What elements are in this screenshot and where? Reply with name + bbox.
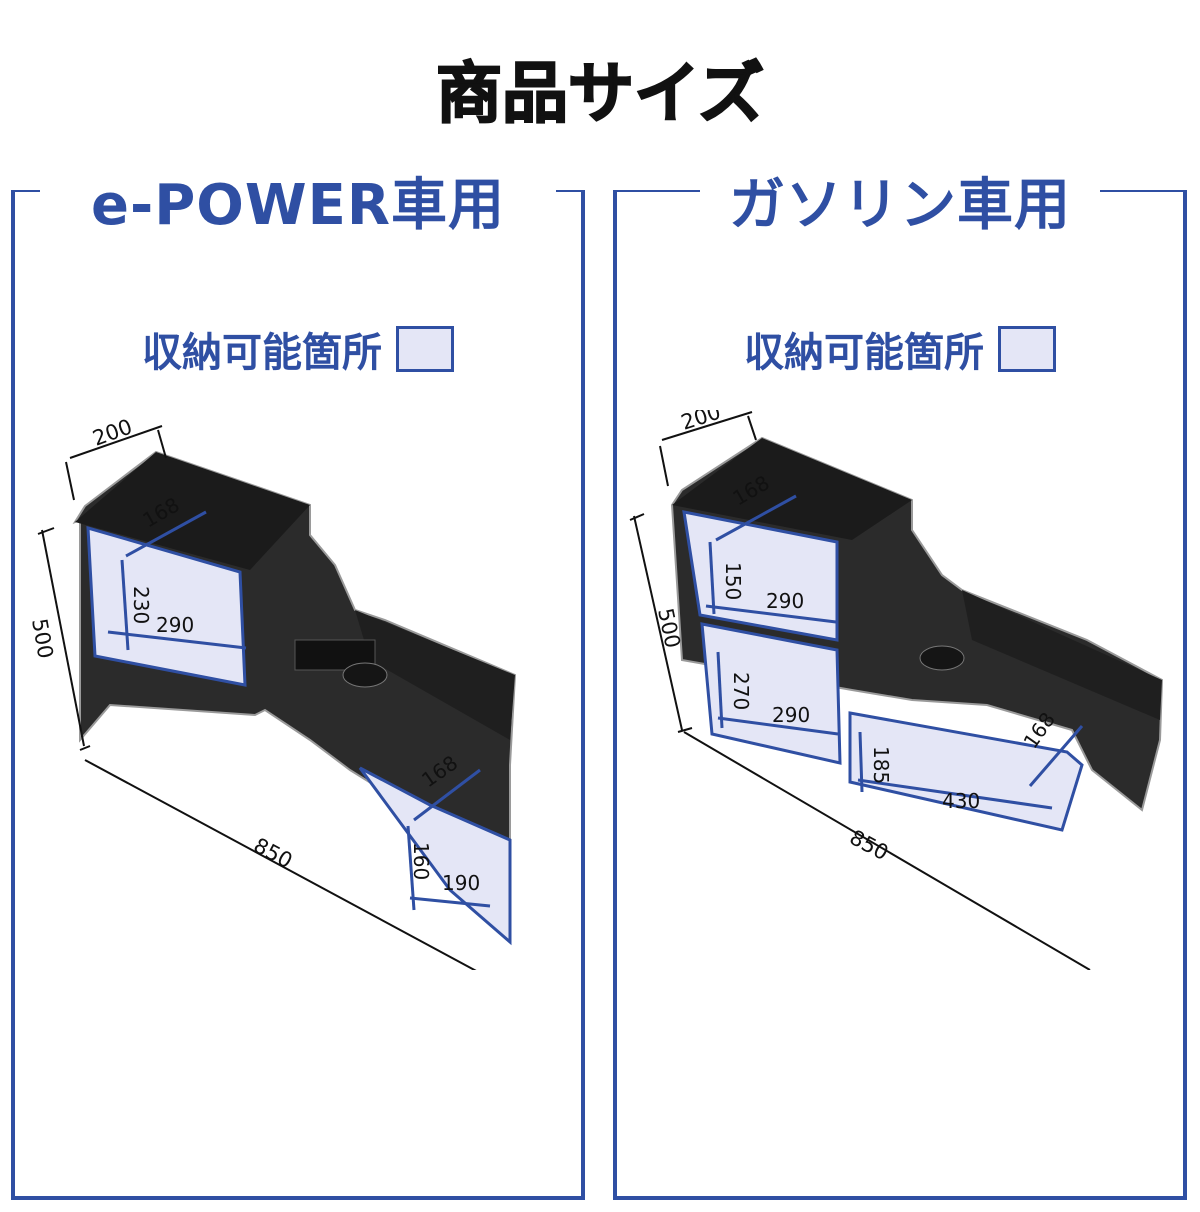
legend-swatch (998, 326, 1056, 372)
dim-front-box-w: 290 (156, 613, 194, 637)
dim-upper-box-h: 150 (721, 562, 745, 600)
dim-length: 850 (250, 833, 297, 873)
legend-label: 収納可能箇所 (142, 330, 382, 376)
panel-frame (11, 190, 585, 1200)
panel-epower: e-POWER車用 収納可能箇所 200 500 850 (10, 160, 586, 1212)
legend-label: 収納可能箇所 (744, 330, 984, 376)
variant-heading: e-POWER車用 (10, 160, 586, 241)
dim-length: 850 (846, 825, 893, 865)
console-diagram: 200 500 850 168 230 290 168 160 190 (27, 414, 517, 970)
dim-rear-box-h: 160 (409, 842, 433, 880)
dim-front-box-h: 230 (129, 586, 153, 624)
dim-lower-box-w: 290 (772, 703, 810, 727)
dim-upper-box-w: 290 (766, 589, 804, 613)
dim-side-box-w: 430 (942, 789, 980, 813)
dim-width-top: 200 (678, 410, 724, 435)
dim-lower-box-h: 270 (729, 672, 753, 710)
dim-side-box-h: 185 (869, 746, 893, 784)
dim-rear-box-w: 190 (442, 871, 480, 895)
storage-area-rear (358, 766, 512, 946)
dim-height: 500 (27, 617, 58, 661)
page-title: 商品サイズ (435, 54, 765, 133)
console-diagram: 200 500 850 168 150 290 270 290 185 430 … (629, 410, 1164, 970)
panel-frame (613, 190, 1187, 1200)
variant-heading: ガソリン車用 (729, 173, 1071, 238)
console-body (670, 436, 1164, 812)
panel-gasoline: ガソリン車用 収納可能箇所 200 500 850 (612, 173, 1188, 1212)
legend-swatch (396, 326, 454, 372)
legend: 収納可能箇所 (10, 320, 586, 378)
legend: 収納可能箇所 (612, 320, 1188, 378)
dim-width-top: 200 (90, 414, 136, 450)
storage-area-side (848, 711, 1084, 832)
